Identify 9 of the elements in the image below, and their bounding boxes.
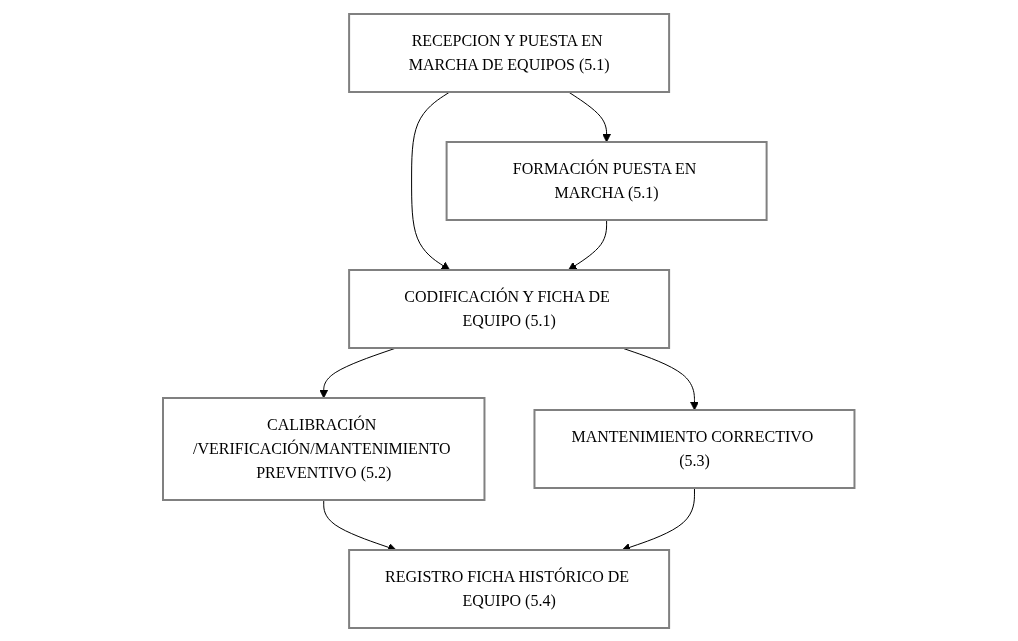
arrow (568, 91, 612, 142)
arrow (568, 219, 608, 270)
node-box: RECEPCION Y PUESTA EN MARCHA DE EQUIPOS (5.1) (348, 12, 671, 93)
node-box: MANTENIMIENTO CORRECTIVO (5.3) (533, 408, 856, 489)
node-box: REGISTRO FICHA HISTÓRICO DE EQUIPO (5.4) (348, 548, 671, 629)
node-box: FORMACIÓN PUESTA EN MARCHA (5.1) (445, 140, 768, 221)
arrow (411, 91, 451, 270)
node-box: CALIBRACIÓN /VERIFICACIÓN/MANTENIMIENTO PREVENTIVO (5.2) (162, 396, 486, 501)
node-box: CODIFICACIÓN Y FICHA DE EQUIPO (5.1) (348, 268, 671, 349)
